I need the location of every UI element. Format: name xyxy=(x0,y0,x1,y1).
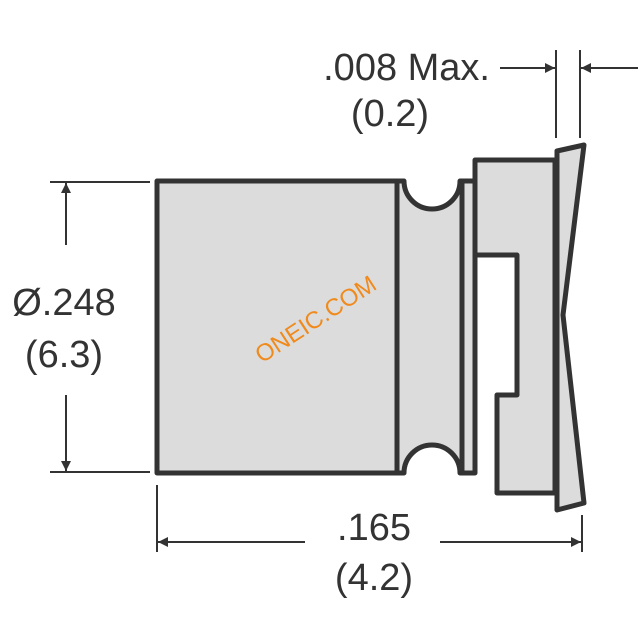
height-inch-label: .165 xyxy=(337,507,411,549)
thickness-inch-label: .008 Max. xyxy=(323,47,490,89)
lead-terminal xyxy=(554,142,587,513)
height-mm-label: (4.2) xyxy=(335,557,413,599)
terminal-base xyxy=(472,157,558,496)
thickness-dimension xyxy=(500,50,638,138)
diameter-mm-label: (6.3) xyxy=(25,334,103,376)
thickness-mm-label: (0.2) xyxy=(351,93,429,135)
can-body xyxy=(154,178,400,476)
diameter-inch-label: Ø.248 xyxy=(12,282,116,324)
diameter-dimension xyxy=(50,181,150,473)
base-plate xyxy=(459,178,478,476)
height-dimension xyxy=(156,485,583,552)
capacitor-body xyxy=(154,142,587,513)
sealing-neck xyxy=(394,178,465,476)
